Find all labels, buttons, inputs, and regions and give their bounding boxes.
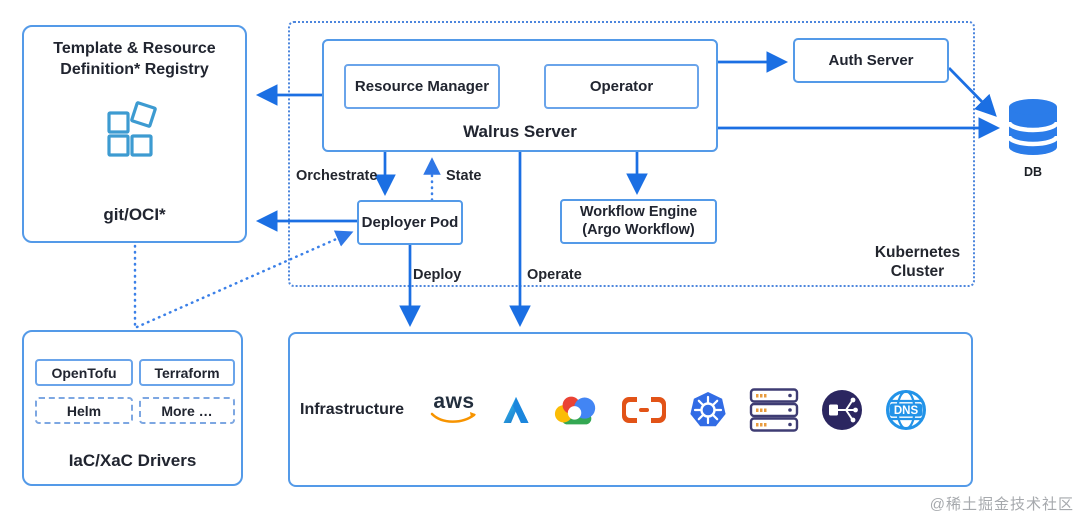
dns-icon: DNS (885, 389, 927, 431)
state-label: State (446, 168, 482, 184)
server-rack-icon (749, 387, 799, 432)
edge-drivers-to-pod (135, 230, 354, 329)
workflow-engine-line2: (Argo Workflow) (582, 221, 695, 238)
helm-box: Helm (35, 397, 133, 424)
database-label: DB (1023, 165, 1043, 179)
alibaba-cloud-icon (621, 395, 667, 425)
infrastructure-label: Infrastructure (300, 400, 405, 418)
aws-icon: aws (429, 390, 479, 425)
google-cloud-icon (553, 393, 599, 427)
terraform-box: Terraform (139, 359, 235, 386)
workflow-engine-box: Workflow Engine (Argo Workflow) (560, 199, 717, 244)
database: DB (1004, 97, 1062, 179)
infrastructure-box: Infrastructure aws (288, 332, 973, 487)
auth-server-box: Auth Server (793, 38, 949, 83)
kubernetes-cluster-label: Kubernetes Cluster (874, 244, 961, 281)
operator-box: Operator (544, 64, 699, 109)
registry-title: Template & Resource Definition* Registry (53, 40, 216, 78)
azure-icon (501, 395, 531, 425)
deploy-label: Deploy (413, 267, 462, 283)
walrus-server-box: Resource Manager Operator Walrus Server (322, 39, 718, 152)
template-blocks-icon (105, 99, 165, 162)
operate-label: Operate (527, 267, 582, 283)
workflow-engine-line1: Workflow Engine (579, 204, 698, 221)
orchestrate-label: Orchestrate (296, 168, 378, 184)
registry-tech-label: git/OCI* (103, 205, 166, 224)
aws-wordmark: aws (433, 390, 475, 414)
registry-box: Template & Resource Definition* Registry… (22, 25, 247, 243)
kubernetes-icon (689, 391, 727, 429)
load-balancer-icon (821, 389, 863, 431)
resource-manager-box: Resource Manager (344, 64, 500, 109)
watermark: @稀土掘金技术社区 (929, 496, 1074, 513)
deployer-pod-box: Deployer Pod (357, 200, 463, 245)
database-icon (1006, 99, 1060, 155)
walrus-server-label: Walrus Server (463, 122, 577, 141)
dns-text: DNS (894, 404, 919, 416)
iac-drivers-box: OpenTofu Terraform Helm More … IaC/XaC D… (22, 330, 243, 486)
iac-drivers-title: IaC/XaC Drivers (68, 451, 197, 470)
edge-auth-to-db (948, 67, 997, 117)
more-drivers-box: More … (139, 397, 235, 424)
kubernetes-cluster-boundary (288, 21, 975, 287)
opentofu-box: OpenTofu (35, 359, 133, 386)
